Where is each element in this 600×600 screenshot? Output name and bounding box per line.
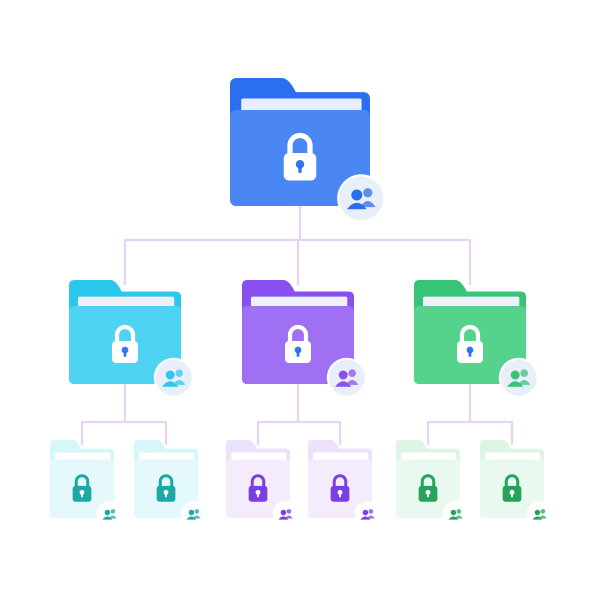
users-icon — [337, 174, 386, 223]
folder-nodes — [50, 78, 553, 528]
users-icon — [96, 501, 123, 528]
lock-icon — [418, 474, 438, 502]
users-icon — [326, 357, 367, 398]
lock-icon — [457, 324, 483, 363]
users-icon — [272, 501, 299, 528]
lock-icon — [330, 474, 350, 502]
purple-folder[interactable] — [242, 280, 367, 398]
users-icon — [180, 501, 207, 528]
connector-lines — [80, 200, 514, 446]
lock-icon — [285, 324, 311, 363]
users-icon — [526, 501, 553, 528]
lock-icon — [156, 474, 176, 502]
cyan-folder[interactable] — [69, 280, 194, 398]
lock-icon — [248, 474, 268, 502]
users-icon — [442, 501, 469, 528]
lock-icon — [72, 474, 92, 502]
purple-subfolder-2[interactable] — [308, 440, 381, 528]
cyan-subfolder-1[interactable] — [50, 440, 123, 528]
green-subfolder-1[interactable] — [396, 440, 469, 528]
root-folder[interactable] — [230, 78, 386, 223]
lock-icon — [283, 132, 317, 181]
users-icon — [354, 501, 381, 528]
users-icon — [498, 357, 539, 398]
lock-icon — [112, 324, 138, 363]
green-folder[interactable] — [414, 280, 539, 398]
lock-icon — [502, 474, 522, 502]
cyan-subfolder-2[interactable] — [134, 440, 207, 528]
purple-subfolder-1[interactable] — [226, 440, 299, 528]
green-subfolder-2[interactable] — [480, 440, 553, 528]
users-icon — [153, 357, 194, 398]
